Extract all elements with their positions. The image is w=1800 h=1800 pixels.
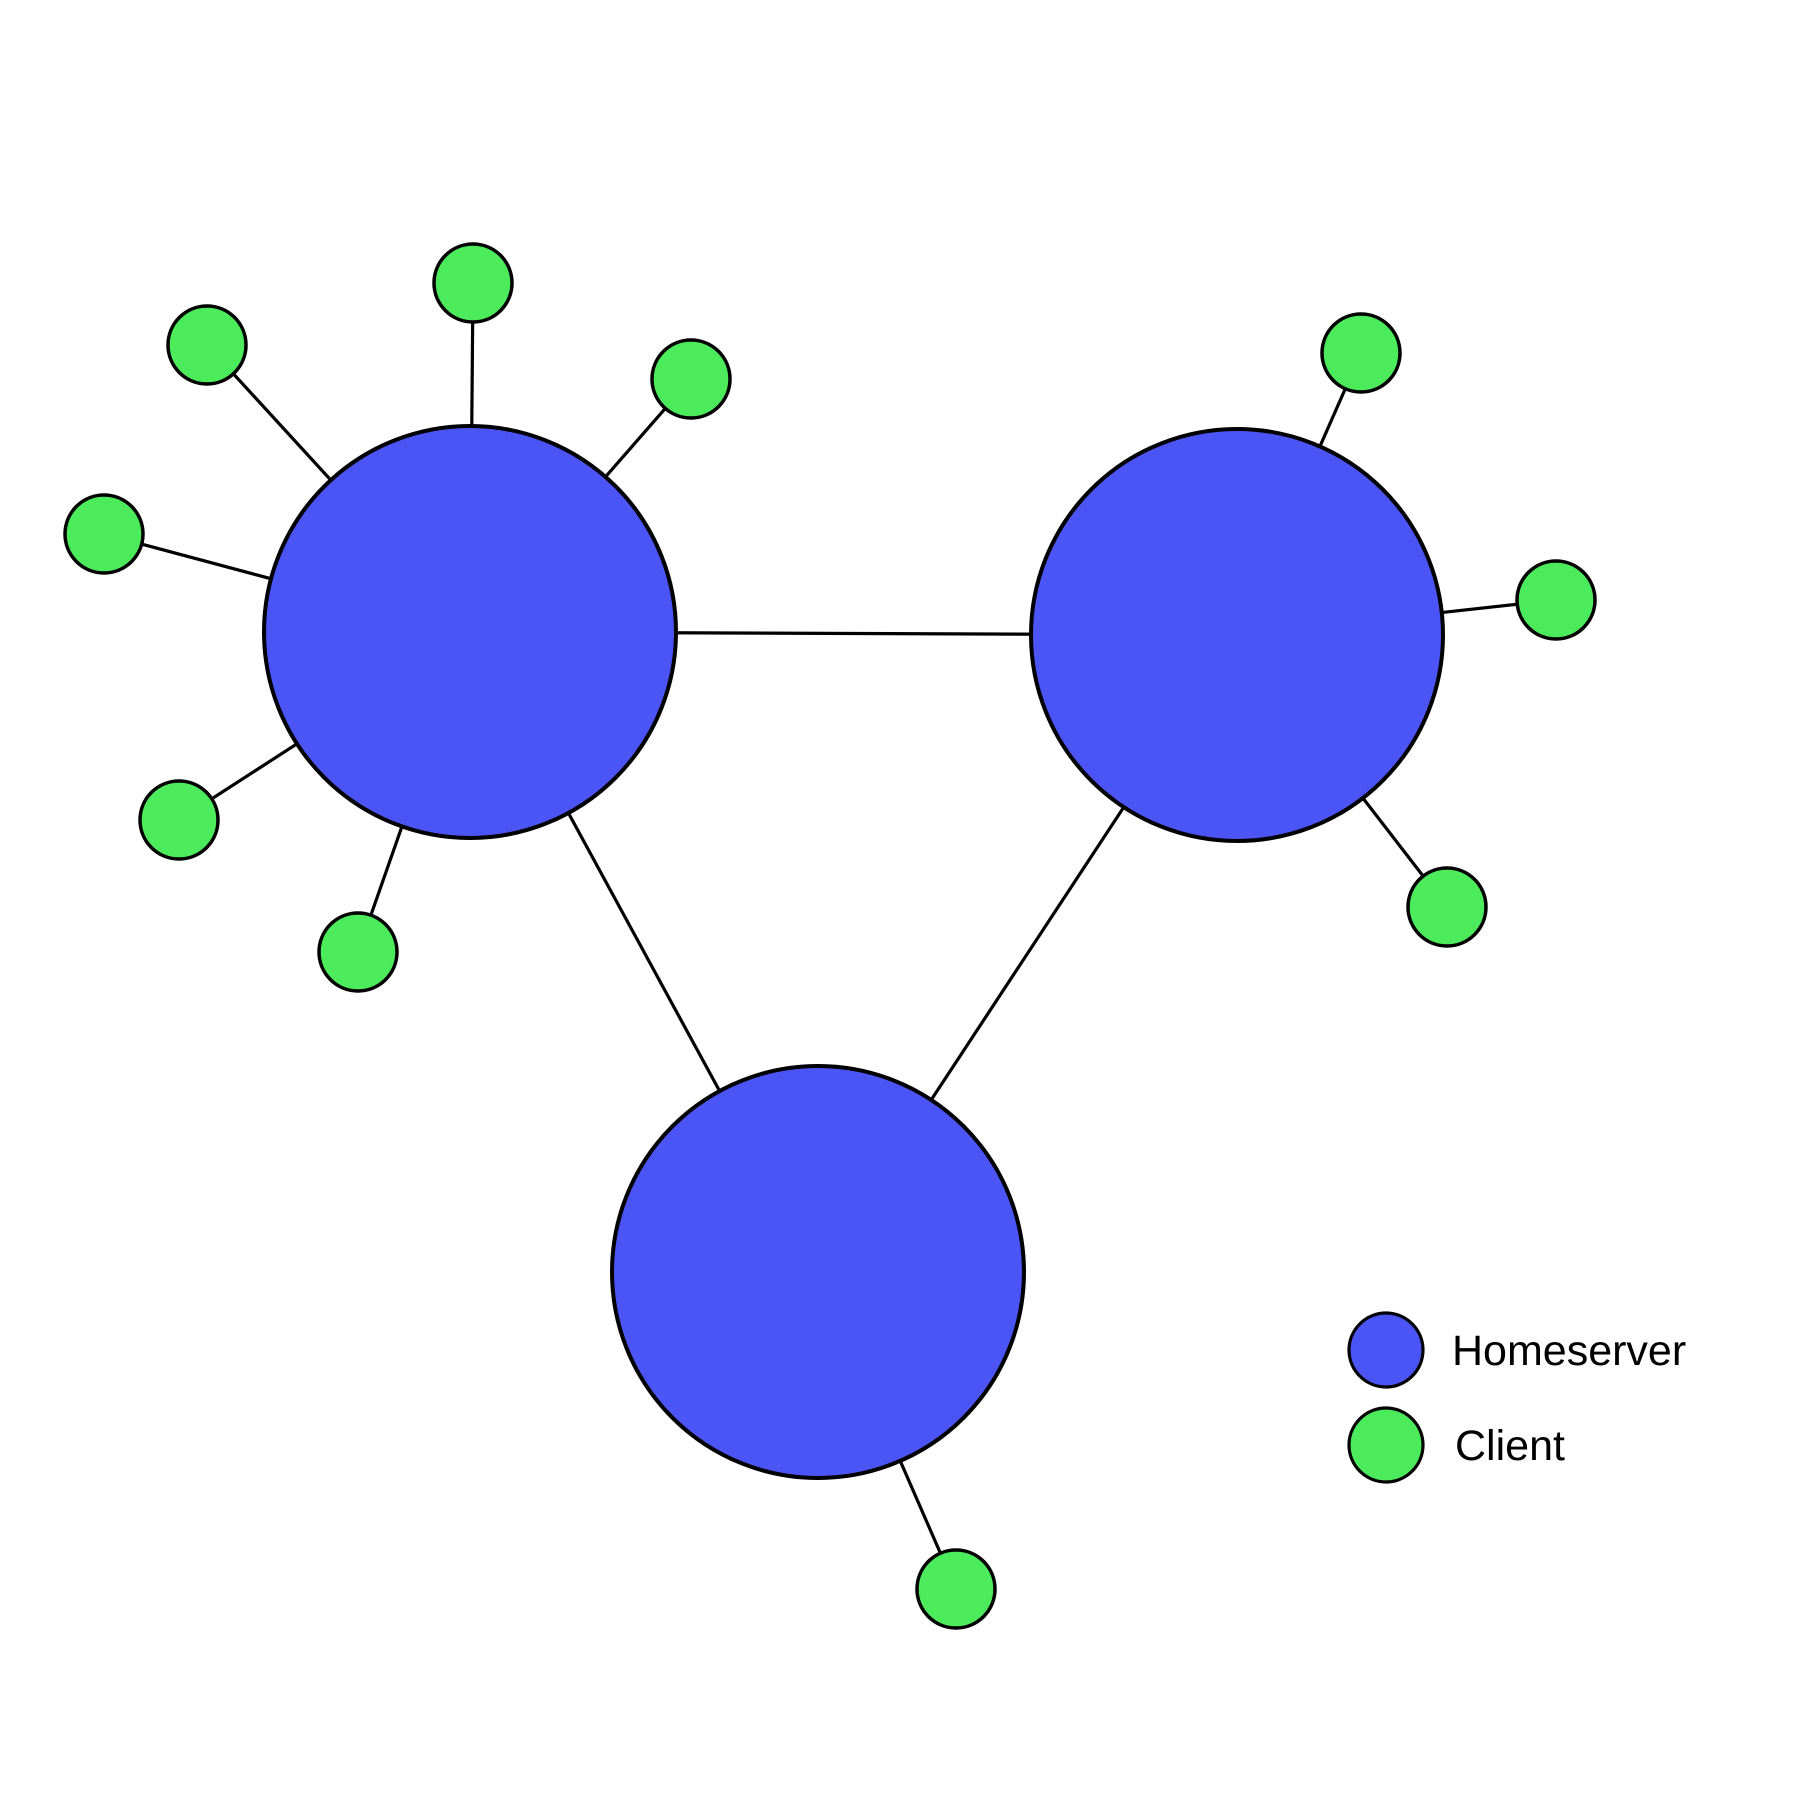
client-node-client-2 [166, 304, 248, 386]
client-node-client-4 [650, 338, 732, 420]
legend-swatch-client [1347, 1406, 1425, 1484]
nodes-layer [63, 242, 1597, 1630]
client-node-client-10 [915, 1548, 997, 1630]
legend: Homeserver Client [1347, 1311, 1686, 1484]
client-node-client-3 [63, 493, 145, 575]
homeserver-node-hs-bottom [610, 1064, 1026, 1480]
client-node-client-6 [317, 911, 399, 993]
client-node-client-1 [432, 242, 514, 324]
legend-label-client: Client [1455, 1422, 1565, 1470]
homeserver-node-hs-top-right [1029, 427, 1445, 843]
legend-swatch-homeserver [1347, 1311, 1425, 1389]
homeserver-node-hs-top-left [262, 424, 678, 840]
client-node-client-5 [138, 779, 220, 861]
legend-label-homeserver: Homeserver [1452, 1327, 1686, 1375]
client-node-client-9 [1406, 866, 1488, 948]
client-node-client-8 [1515, 559, 1597, 641]
client-node-client-7 [1320, 312, 1402, 394]
